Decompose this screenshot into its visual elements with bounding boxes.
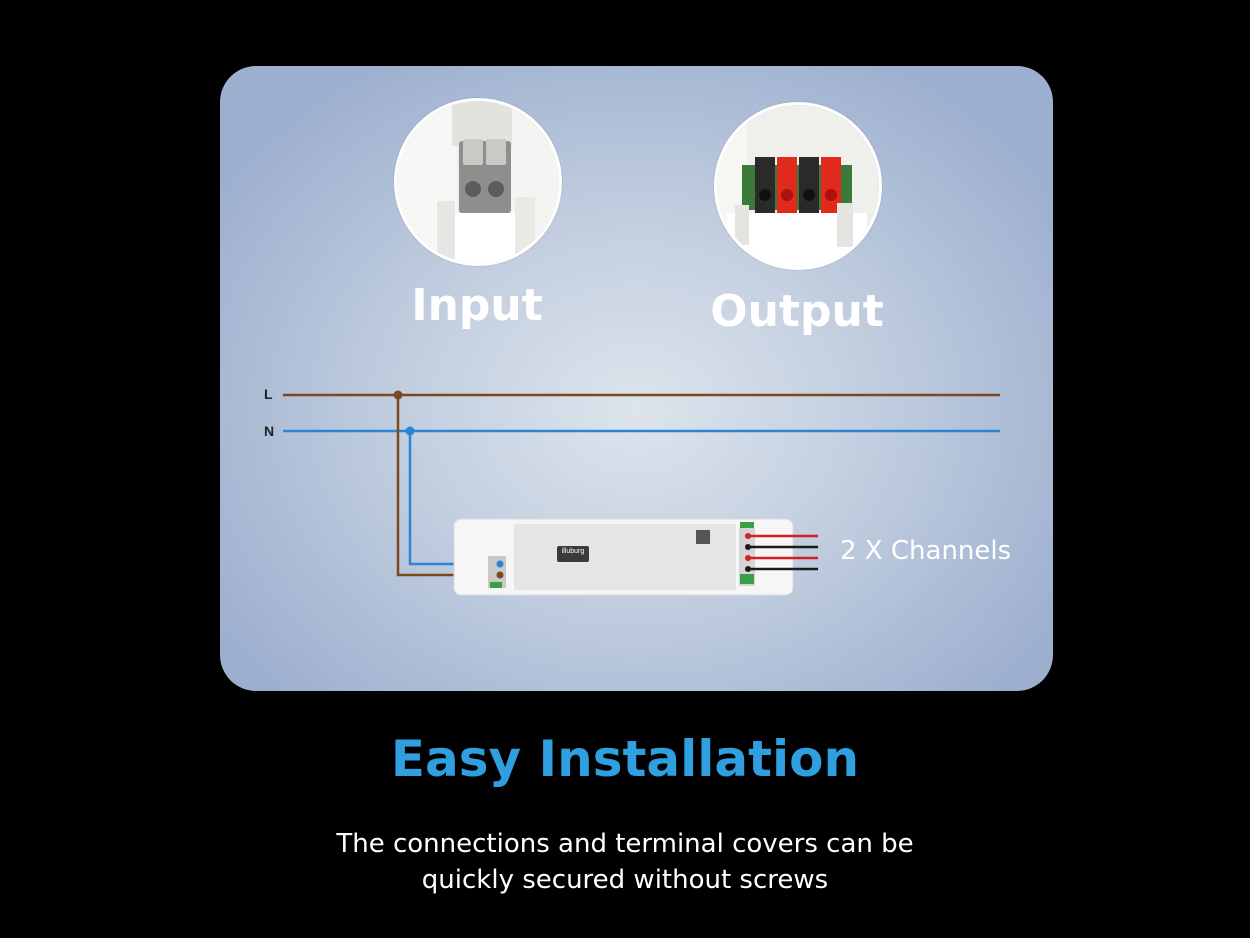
description-line-2: quickly secured without screws — [421, 865, 829, 895]
neutral-junction — [405, 426, 415, 436]
live-wire-label: L — [264, 386, 273, 402]
led-driver — [453, 518, 794, 596]
description: The connections and terminal covers can … — [0, 826, 1250, 898]
description-line-1: The connections and terminal covers can … — [336, 829, 914, 859]
live-junction — [393, 390, 403, 400]
installation-diagram-panel: Input Output L N — [220, 66, 1053, 691]
headline: Easy Installation — [390, 730, 860, 788]
wiring-diagram — [283, 390, 1000, 596]
neutral-wire-label: N — [264, 423, 275, 439]
output-terminal-photo — [714, 102, 882, 270]
channels-label: 2 X Channels — [840, 536, 1012, 566]
driver-brand-label: illuburg — [561, 548, 585, 555]
input-label: Input — [411, 280, 543, 331]
output-label: Output — [710, 286, 884, 337]
